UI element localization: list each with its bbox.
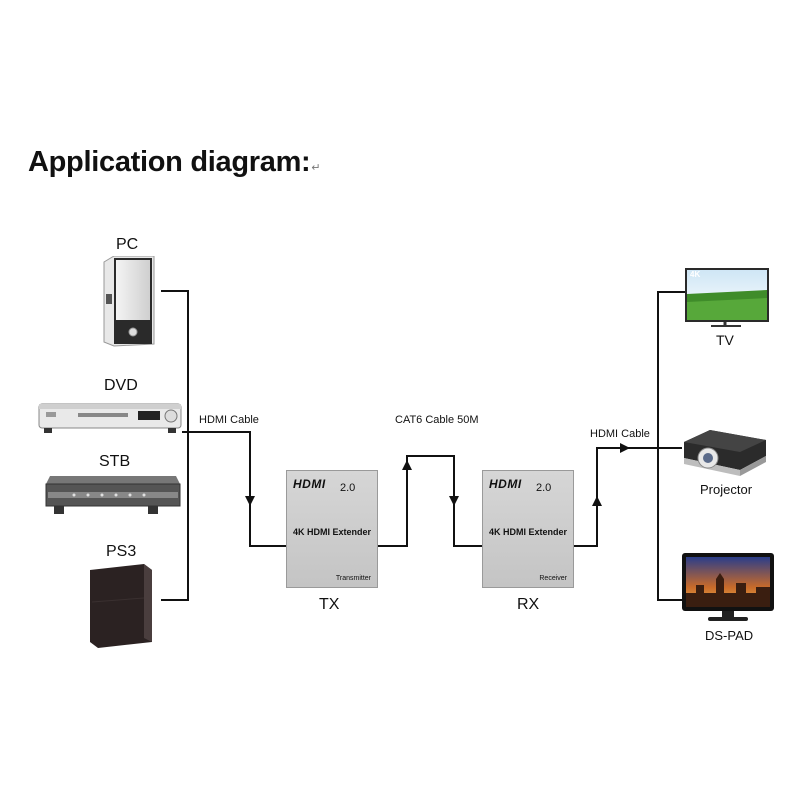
rx-out-link (573, 447, 658, 547)
pc-tower-icon (103, 256, 155, 347)
game-console-icon (90, 564, 152, 648)
tv-label: TV (716, 332, 734, 348)
stb-label: STB (99, 453, 131, 470)
ps3-label: PS3 (106, 543, 137, 560)
role-label: Receiver (539, 575, 567, 582)
hdmi-logo: HDMI (489, 477, 522, 491)
dvd-player-icon (38, 403, 182, 433)
dvd-label: DVD (104, 377, 138, 394)
arrow-right-right (620, 443, 630, 453)
transmitter-box: HDMI 2.0 4K HDMI Extender Transmitter (286, 470, 378, 588)
set-top-box-icon (45, 476, 181, 514)
rx-label: RX (517, 596, 540, 613)
monitor-icon (682, 553, 774, 621)
projector-icon (684, 430, 766, 476)
page-title: Application diagram:↵ (28, 146, 321, 179)
product-name: 4K HDMI Extender (489, 527, 568, 537)
pc-link (161, 290, 189, 601)
hdmi-logo: HDMI (293, 477, 326, 491)
arrow-down-mid (449, 496, 459, 506)
tx-label: TX (319, 596, 340, 613)
middle-cable-label: CAT6 Cable 50M (395, 414, 479, 426)
return-mark: ↵ (311, 162, 321, 174)
projector-label: Projector (700, 482, 753, 497)
left-cable-label: HDMI Cable (199, 414, 259, 426)
arrow-up-right (592, 496, 602, 506)
tv-4k-badge: 4K (690, 270, 701, 279)
receiver-box: HDMI 2.0 4K HDMI Extender Receiver (482, 470, 574, 588)
ds-pad-label: DS-PAD (705, 628, 754, 643)
bus-to-tx (188, 431, 288, 547)
hdmi-version: 2.0 (340, 482, 356, 494)
pc-label: PC (116, 236, 139, 253)
hdmi-version: 2.0 (536, 482, 552, 494)
arrow-down-left (245, 496, 255, 506)
right-bus (657, 291, 685, 601)
title-text: Application diagram: (28, 146, 311, 178)
arrow-up-mid (402, 460, 412, 470)
tv-icon (685, 268, 769, 327)
right-cable-label: HDMI Cable (590, 428, 650, 440)
cat6-link (377, 455, 483, 547)
role-label: Transmitter (335, 575, 371, 582)
product-name: 4K HDMI Extender (293, 527, 372, 537)
